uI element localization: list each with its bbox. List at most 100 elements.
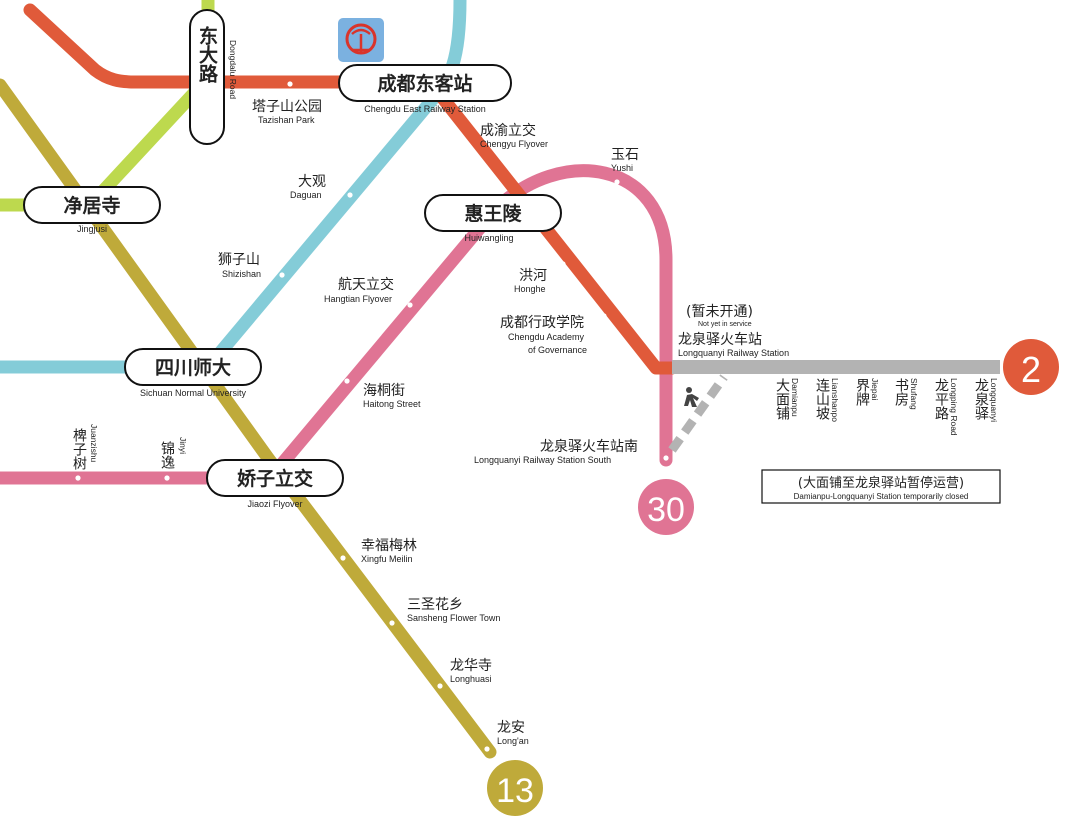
station-en-shizishan: Shizishan — [222, 269, 261, 279]
interchange-en-huiwangling: Huiwangling — [464, 233, 513, 243]
line-2-badge[interactable] — [1003, 339, 1059, 395]
station-status-en-lqy-rail: Not yet in service — [698, 321, 752, 328]
interchange-pill-jiaozi[interactable] — [206, 459, 344, 497]
station-name-honghe: 洪河 — [519, 268, 547, 284]
station-en-haitong: Haitong Street — [363, 399, 421, 409]
station-name-daguan: 大观 — [298, 174, 326, 190]
line-13-badge[interactable] — [487, 760, 543, 816]
station-en-hangtian: Hangtian Flyover — [324, 294, 392, 304]
station-name-academy: 成都行政学院 — [500, 315, 584, 331]
station-name-longping: 龙平路 — [933, 378, 949, 420]
interchange-pill-dongdalu[interactable] — [189, 9, 225, 145]
interchange-en-jingjusi: Jingjusi — [77, 224, 107, 234]
station-en-longping: Longping Road — [949, 378, 959, 436]
station-name-damianpu: 大面铺 — [774, 378, 790, 420]
station-status-lqy-rail: (暂未开通) — [686, 304, 753, 320]
station-name-longhua: 龙华寺 — [450, 658, 492, 674]
station-en-lqy-rail: Longquanyi Railway Station — [678, 348, 789, 358]
station-name-haitong: 海桐街 — [363, 383, 405, 399]
interchange-name-jiaozi: 娇子立交 — [237, 467, 313, 490]
railway-logo-icon — [338, 18, 384, 62]
station-dot-academy[interactable] — [601, 313, 607, 319]
station-en-longan: Long'an — [497, 736, 529, 746]
interchange-pill-huiwangling[interactable] — [424, 194, 562, 232]
station-name-xingfu: 幸福梅林 — [361, 538, 417, 554]
station-name-lqy-south: 龙泉驿火车站南 — [540, 438, 638, 455]
station-name-jiepai: 界牌 — [854, 378, 870, 406]
station-dot-xingfu[interactable] — [340, 555, 346, 561]
interchange-name-jingjusi: 净居寺 — [63, 194, 120, 217]
station-name-juanzishu: 椑子树 — [71, 428, 87, 471]
station-en-honghe: Honghe — [514, 284, 546, 294]
station-name-longan: 龙安 — [497, 720, 525, 736]
station-dot-chengyu[interactable] — [472, 151, 478, 157]
line-13-path — [0, 78, 497, 759]
station-dot-longhua[interactable] — [437, 683, 443, 689]
line-lime-path — [0, 0, 215, 212]
interchange-pill-chengdu-east[interactable] — [338, 64, 512, 102]
station-en-jinyi: Jinyi — [178, 437, 188, 454]
station-en-chengyu: Chengyu Flyover — [480, 139, 548, 149]
station-dot-sansheng[interactable] — [389, 620, 395, 626]
line-2-path — [23, 3, 679, 375]
station-dot-shizishan[interactable] — [279, 272, 285, 278]
station-name-hangtian: 航天立交 — [338, 276, 394, 293]
interchange-pill-jingjusi[interactable] — [23, 186, 161, 224]
line-2-badge-label: 2 — [1021, 349, 1041, 390]
interchange-pill-sichuan-normal[interactable] — [124, 348, 262, 386]
walking-transfer-path — [668, 374, 728, 453]
station-dot-yushi[interactable] — [614, 179, 620, 185]
station-name-sansheng: 三圣花乡 — [407, 597, 463, 613]
line-30-badge[interactable] — [638, 479, 694, 535]
station-name-shizishan: 狮子山 — [218, 252, 260, 268]
station-en-sansheng: Sansheng Flower Town — [407, 613, 500, 623]
station-en-lianshanpo: Lianshanpo — [830, 378, 840, 422]
station-en-tazishan: Tazishan Park — [258, 115, 315, 125]
station-name-jinyi: 锦逸 — [159, 440, 175, 469]
station-name-chengyu: 成渝立交 — [480, 122, 536, 139]
station-en-xingfu: Xingfu Meilin — [361, 554, 413, 564]
interchange-name-chengdu-east: 成都东客站 — [377, 72, 472, 95]
station-name-tazishan: 塔子山公园 — [252, 99, 322, 115]
station-name-yushi: 玉石 — [611, 147, 639, 163]
station-dot-hangtian[interactable] — [407, 302, 413, 308]
station-en-yushi: Yushi — [611, 163, 633, 173]
station-name-longquanyi: 龙泉驿 — [973, 378, 989, 420]
station-dot-lqy-south[interactable] — [663, 455, 669, 461]
station-en-shufang: Shufang — [909, 378, 919, 410]
interchange-en-jiaozi: Jiaozi Flyover — [247, 499, 302, 509]
suspension-notice-en: Damianpu-Longquanyi Station temporarily … — [794, 492, 969, 501]
station-en-daguan: Daguan — [290, 190, 322, 200]
station-en-jiepai: Jiepai — [870, 378, 880, 400]
interchange-en-dongdalu: Dongdalu Road — [228, 40, 238, 99]
suspension-notice-zh: (大面铺至龙泉驿站暂停运营) — [798, 475, 964, 491]
station-en-lqy-south: Longquanyi Railway Station South — [474, 455, 611, 465]
interchange-en-chengdu-east: Chengdu East Railway Station — [364, 104, 486, 114]
interchange-name-huiwangling: 惠王陵 — [464, 202, 522, 225]
station-dot-jinyi[interactable] — [164, 475, 170, 481]
station-dot-honghe[interactable] — [560, 261, 566, 267]
station-en-damianpu: Damianpu — [790, 378, 800, 417]
station-en-longhua: Longhuasi — [450, 674, 492, 684]
station-dot-juanzishu[interactable] — [75, 475, 81, 481]
station-name-shufang: 书房 — [893, 378, 909, 406]
station-dot-tazishan[interactable] — [287, 81, 293, 87]
station-en-academy-2: of Governance — [528, 345, 587, 355]
line-30-badge-label: 30 — [647, 491, 685, 529]
station-en-juanzishu: Juanzishu — [89, 424, 99, 463]
station-dot-daguan[interactable] — [347, 192, 353, 198]
station-name-lianshanpo: 连山坡 — [814, 378, 830, 420]
station-name-lqy-rail: 龙泉驿火车站 — [678, 331, 762, 348]
station-en-longquanyi: Longquanyi — [989, 378, 999, 422]
interchange-name-dongdalu: 东大路 — [196, 25, 218, 84]
station-dot-haitong[interactable] — [344, 378, 350, 384]
suspension-notice-box — [761, 469, 1001, 504]
line-13-badge-label: 13 — [496, 772, 534, 810]
station-dot-longan[interactable] — [484, 746, 490, 752]
station-en-academy-1: Chengdu Academy — [508, 332, 585, 342]
interchange-name-sichuan-normal: 四川师大 — [155, 356, 231, 379]
interchange-en-sichuan-normal: Sichuan Normal University — [140, 388, 247, 398]
pedestrian-transfer-icon — [684, 387, 699, 407]
